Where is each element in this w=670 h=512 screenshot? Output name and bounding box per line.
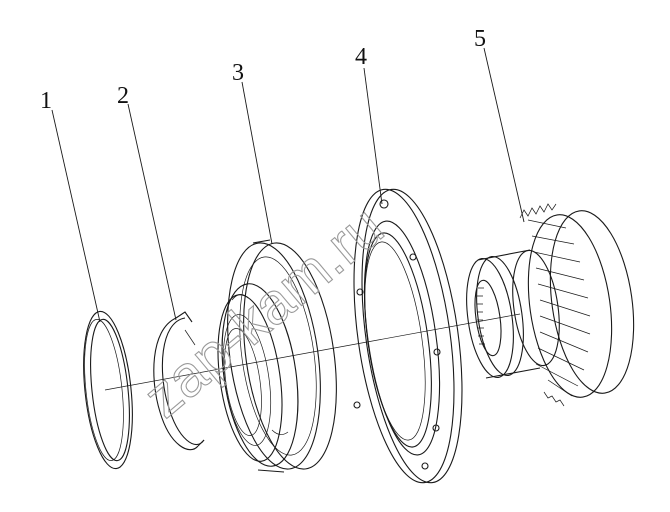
callout-3: 3 <box>232 60 244 86</box>
callout-2: 2 <box>117 83 129 109</box>
part-4-flange <box>353 188 463 484</box>
leader-line-3 <box>241 81 273 245</box>
callout-4: 4 <box>355 44 367 70</box>
assembly-axis-line <box>104 313 521 391</box>
part-1-retaining-ring <box>83 310 133 470</box>
leader-line-2 <box>127 103 177 321</box>
callout-1: 1 <box>40 88 52 114</box>
part-5-helical-gear <box>466 203 635 407</box>
leader-line-5 <box>483 47 525 223</box>
watermark-text: zap-kam.ru <box>132 194 396 430</box>
leader-line-4 <box>363 67 383 205</box>
part-3-bearing <box>217 239 337 473</box>
callout-5: 5 <box>474 26 486 52</box>
leader-line-1 <box>51 109 101 323</box>
part-2-snap-ring <box>153 311 205 451</box>
